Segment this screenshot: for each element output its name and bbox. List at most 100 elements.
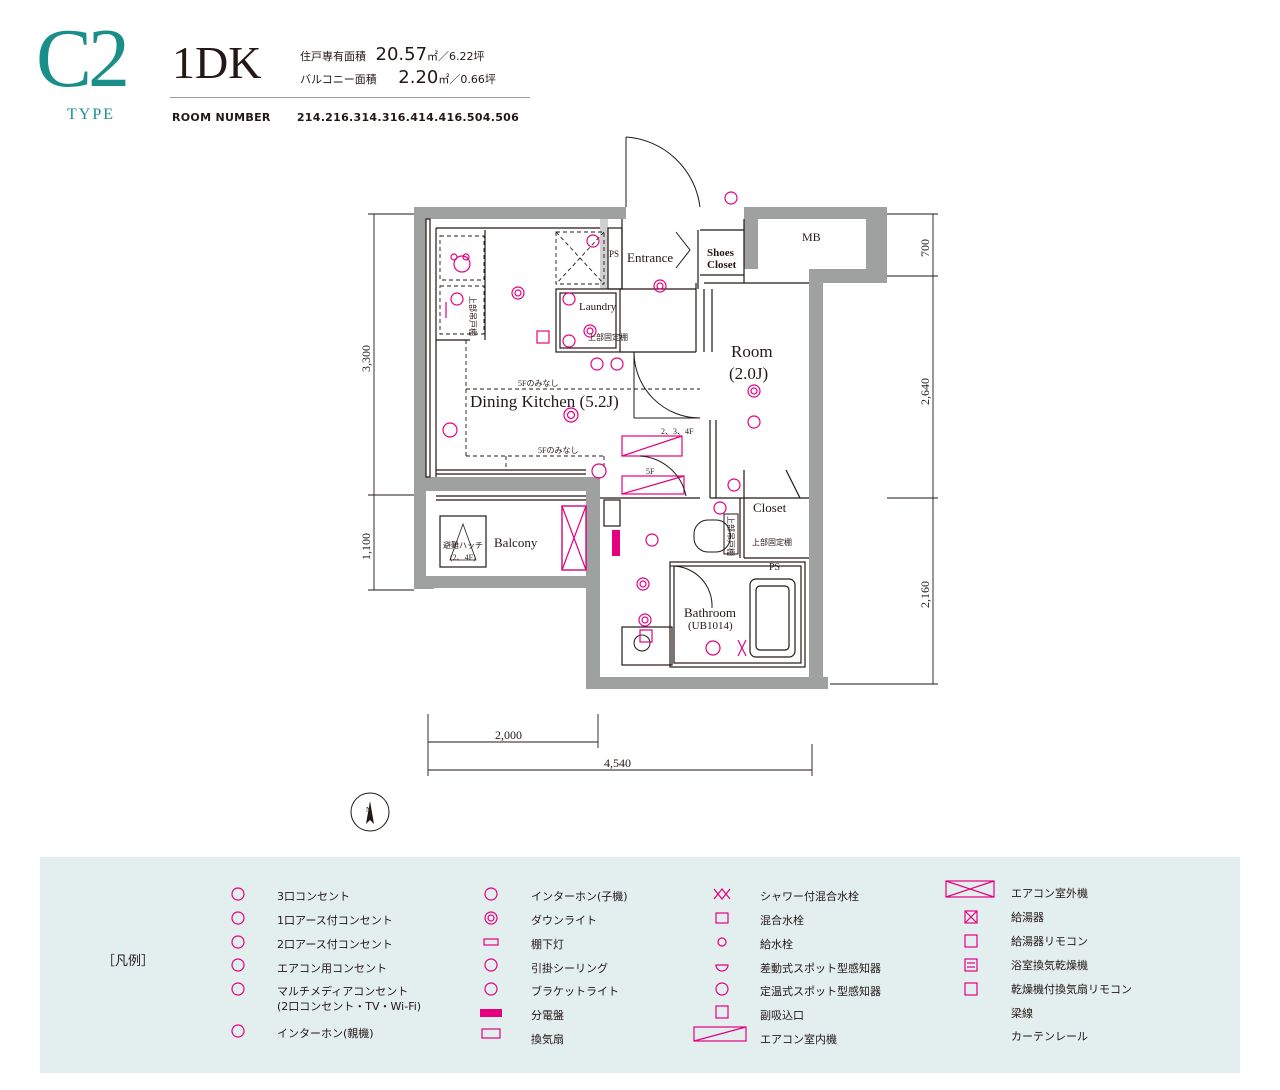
- shower-faucet-icon: [713, 888, 731, 900]
- ventilation-fan-icon: [481, 1028, 501, 1039]
- outlet-earth-2-icon: [231, 935, 245, 949]
- legend-col3-2: 給水栓: [760, 938, 793, 951]
- bath-dryer-icon: [964, 958, 978, 972]
- room-mb: MB: [802, 230, 821, 244]
- legend-col1-icons: [231, 887, 245, 1038]
- legend-col4-5: 梁線: [1011, 1007, 1033, 1020]
- legend-col2-3: 引掛シーリング: [531, 962, 608, 975]
- dryer-fan-remote-icon: [964, 982, 978, 996]
- dimension-lines: [368, 213, 938, 776]
- multimedia-outlet-icon: [231, 982, 245, 996]
- dim-right-mid: 2,640: [918, 378, 932, 405]
- intercom-master-icon: [231, 1024, 245, 1038]
- dim-bottom-total: 4,540: [604, 756, 631, 770]
- legend-col2-6: 換気扇: [531, 1033, 564, 1046]
- electrical-symbols: [442, 191, 761, 657]
- interior-walls: [425, 218, 809, 668]
- balcony-area-row: バルコニー面積 2.20㎡／0.66坪: [300, 67, 496, 88]
- legend-col2-2: 棚下灯: [531, 938, 564, 951]
- legend-col4-6: カーテンレール: [1011, 1030, 1088, 1043]
- note-hatch-floors: (2、4F): [450, 553, 476, 562]
- room-number-label: ROOM NUMBER: [172, 111, 271, 124]
- outlet-earth-1-icon: [231, 911, 245, 925]
- doors: [625, 136, 713, 609]
- plan-type: 1DK: [172, 37, 262, 88]
- legend-col3-5: 副吸込口: [760, 1009, 804, 1022]
- legend-col2-5: 分電盤: [531, 1009, 564, 1022]
- floor-plan: Dining Kitchen (5.2J) Room (2.0J) Entran…: [350, 136, 938, 832]
- room-dining-kitchen: Dining Kitchen (5.2J): [470, 392, 619, 411]
- note-hatch: 避難ハッチ: [443, 540, 483, 550]
- balcony-area-suffix: ㎡／0.66坪: [438, 73, 496, 86]
- type-code: C2: [36, 12, 130, 105]
- legend-col1-2: 2口アース付コンセント: [277, 938, 393, 951]
- room-ps: PS: [609, 249, 619, 259]
- dim-right-bottom: 2,160: [918, 581, 932, 608]
- aircon-indoor: [621, 435, 685, 495]
- mixing-faucet-icon: [715, 912, 729, 924]
- legend-col3-icons: [693, 888, 747, 1042]
- balcony-area-value: 2.20: [398, 67, 439, 88]
- room-ps-bath: PS: [769, 562, 780, 573]
- note-floor-234: 2、3、4F: [661, 427, 694, 436]
- dim-left-top: 3,300: [359, 345, 373, 372]
- downlight-icon: [484, 911, 498, 925]
- legend-col3-3: 差動式スポット型感知器: [760, 962, 881, 975]
- shelf-light-icon: [483, 938, 499, 946]
- note-closet-shelf: 上部固定棚: [752, 537, 792, 547]
- legend-col2-1: ダウンライト: [531, 914, 597, 927]
- dim-right-top: 700: [918, 239, 932, 257]
- room-shoes-closet-2: Closet: [707, 259, 737, 271]
- unit-area-label: 住戸専有面積: [300, 50, 366, 63]
- legend-panel: ［凡例］ 3口コンセント 1口アース付コンセント 2口アース付コンセント エアコ…: [40, 857, 1240, 1073]
- aircon-outdoor-icon: [945, 880, 995, 898]
- legend-col1-3: エアコン用コンセント: [277, 962, 387, 975]
- legend-col4-icons: [945, 880, 995, 996]
- note-laundry-shelf: 上部固定棚: [588, 332, 628, 342]
- heater-remote-icon: [964, 934, 978, 948]
- unit-area-suffix: ㎡／6.22坪: [427, 50, 485, 63]
- legend-col1-1: 1口アース付コンセント: [277, 914, 393, 927]
- room-entrance: Entrance: [627, 250, 673, 265]
- intercom-slave-icon: [484, 887, 498, 901]
- room-numbers: 214.216.314.316.414.416.504.506: [296, 111, 520, 124]
- legend-col1-6: インターホン(親機): [277, 1027, 374, 1040]
- hatch: [449, 522, 477, 561]
- note-kitchen-shelf: 上部吊戸棚: [468, 296, 478, 336]
- legend-col3-4: 定温式スポット型感知器: [760, 985, 881, 998]
- note-mezzanine-2: 5Fのみなし: [538, 446, 578, 455]
- legend-col3-1: 混合水栓: [760, 914, 804, 927]
- legend-col4-2: 給湯器リモコン: [1011, 935, 1088, 948]
- aircon-outlet-icon: [231, 958, 245, 972]
- compass: [350, 792, 390, 832]
- sub-suction-icon: [715, 1005, 729, 1019]
- note-floor-5: 5F: [646, 467, 655, 476]
- unit-area-value: 20.57: [375, 44, 428, 65]
- bracket-light-icon: [484, 982, 498, 996]
- heat-detector-diff-icon: [715, 964, 729, 972]
- fixtures: [633, 513, 739, 652]
- aircon-indoor-icon: [693, 1026, 747, 1042]
- type-word: TYPE: [67, 106, 115, 123]
- legend-col1-4: マルチメディアコンセント: [277, 985, 409, 998]
- room-shoes-closet-1: Shoes: [707, 247, 735, 259]
- water-faucet-icon: [717, 937, 727, 947]
- room-laundry: Laundry: [579, 301, 617, 313]
- note-mezzanine-1: 5Fのみなし: [518, 379, 558, 388]
- room-number-row: ROOM NUMBER 214.216.314.316.414.416.504.…: [172, 111, 519, 124]
- legend-col1-0: 3口コンセント: [277, 890, 350, 903]
- legend-col4-3: 浴室換気乾燥機: [1011, 959, 1088, 972]
- compass-n: N: [366, 806, 371, 814]
- header-divider: [170, 97, 530, 98]
- legend-col2-4: ブラケットライト: [531, 985, 619, 998]
- legend-col4-1: 給湯器: [1011, 911, 1044, 924]
- room-bathroom-ub: (UB1014): [688, 620, 733, 632]
- legend-col4-4: 乾燥機付換気扇リモコン: [1011, 983, 1132, 996]
- room-room: Room: [731, 342, 773, 361]
- aircon-outdoor: [561, 505, 587, 571]
- room-closet: Closet: [753, 500, 787, 515]
- legend-col2-0: インターホン(子機): [531, 890, 628, 903]
- legend-col1-5: (2口コンセント・TV・Wi-Fi): [277, 1000, 422, 1013]
- dashed-lines: [439, 231, 700, 470]
- dim-left-bottom: 1,100: [359, 533, 373, 560]
